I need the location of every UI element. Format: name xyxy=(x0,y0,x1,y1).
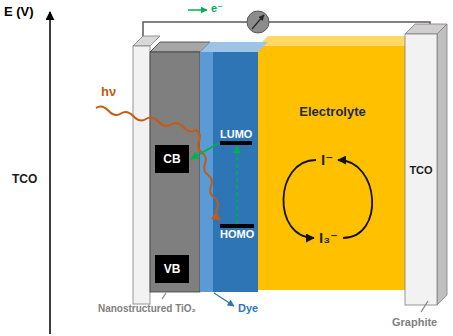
level-bar xyxy=(220,224,254,228)
tco-top xyxy=(133,36,160,46)
electrolyte-fill xyxy=(258,46,405,290)
tio2-layer xyxy=(150,52,200,292)
leader-line xyxy=(214,293,234,306)
meter-symbol xyxy=(247,11,269,33)
dye-layer xyxy=(213,52,258,292)
band-box: VB xyxy=(155,255,189,283)
external-circuit xyxy=(143,22,430,38)
energy-level: LUMO xyxy=(218,128,254,145)
axis-label: E (V) xyxy=(4,4,34,19)
node-text: HOMO xyxy=(220,228,254,241)
redox-arrow xyxy=(338,160,372,238)
node-text: CB xyxy=(163,152,180,166)
tco-glass xyxy=(133,46,150,304)
tco-side xyxy=(437,24,447,305)
light-ray xyxy=(96,107,220,220)
tio2-top xyxy=(150,42,210,52)
electron-flow-arrow xyxy=(188,9,207,11)
redox-arrow xyxy=(283,160,316,238)
electrolyte-region: ElectrolyteI⁻ I₃⁻ xyxy=(260,46,405,290)
leader-line xyxy=(162,293,166,299)
node-text: I₃⁻ xyxy=(319,229,338,246)
node-text: Electrolyte xyxy=(260,104,405,119)
tco-glass xyxy=(405,34,437,305)
light-label: hν xyxy=(101,84,116,99)
dye-layer-front xyxy=(200,52,213,292)
excitation-arrow xyxy=(236,146,238,224)
meter-needle xyxy=(252,15,264,29)
electron-label: e⁻ xyxy=(211,2,223,15)
dye-top xyxy=(200,42,268,52)
node-text: LUMO xyxy=(220,128,252,141)
material-label: Graphite xyxy=(392,316,437,328)
material-label: Dye xyxy=(238,302,258,314)
level-bar xyxy=(220,141,252,145)
energy-axis xyxy=(49,12,51,334)
material-label: Nanostructured TiO₂ xyxy=(92,303,202,315)
electrode-label: TCO xyxy=(405,164,437,176)
electrolyte-top xyxy=(258,36,415,46)
node-text: VB xyxy=(164,262,181,276)
leader-line xyxy=(421,301,428,312)
band-box: CB xyxy=(155,145,189,173)
electrode-label: TCO xyxy=(12,172,37,186)
ion-species: I⁻ xyxy=(318,150,336,170)
energy-level: HOMO xyxy=(218,224,256,241)
ion-species: I₃⁻ xyxy=(316,228,341,248)
injection-arrow xyxy=(191,143,219,159)
node-text: I⁻ xyxy=(321,151,333,168)
